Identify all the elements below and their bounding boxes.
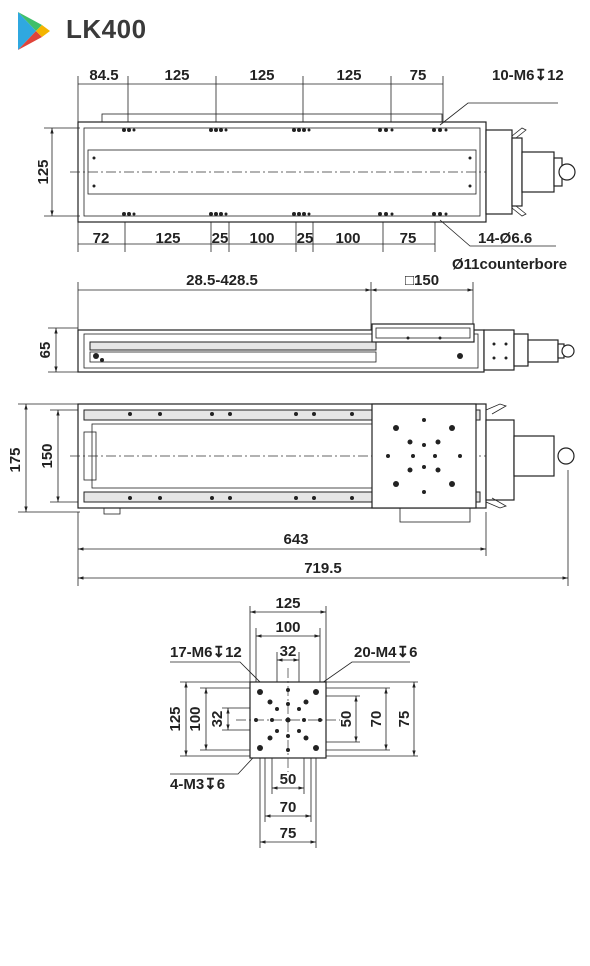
top-view: 84.5 125 125 125 75 10-M6↧12 72 125 25 1… — [35, 67, 576, 273]
top-callout: 10-M6↧12 — [492, 67, 564, 84]
table-dim-label: □150 — [405, 272, 439, 289]
detail-dim-label: 50 — [338, 711, 355, 728]
detail-dim-label: 32 — [209, 711, 226, 728]
bottom-dim-label: 25 — [297, 230, 314, 247]
detail-dim-label: 70 — [280, 799, 297, 816]
top-view-dimensions: 84.5 125 125 125 75 10-M6↧12 72 125 25 1… — [35, 67, 567, 273]
bottom-dim-label: 75 — [400, 230, 417, 247]
detail-dim-label: 125 — [275, 595, 300, 612]
inner-height-label: 150 — [39, 443, 56, 468]
carriage-detail: 125 100 32 125 100 32 50 70 75 50 70 75 … — [167, 595, 418, 848]
top-dim-label: 125 — [249, 67, 274, 84]
bottom-dim-label: 100 — [249, 230, 274, 247]
top-dim-label: 84.5 — [89, 67, 118, 84]
page-title: LK400 — [66, 14, 147, 44]
detail-dim-label: 50 — [280, 771, 297, 788]
detail-dim-label: 100 — [187, 706, 204, 731]
detail-callout: 20-M4↧6 — [354, 644, 417, 661]
bottom-dim-label: 72 — [93, 230, 110, 247]
inner-length-label: 643 — [283, 531, 308, 548]
overall-length-label: 719.5 — [304, 560, 342, 577]
height-dim-label: 65 — [37, 342, 54, 359]
header: LK400 — [0, 0, 590, 62]
bottom-dim-label: 100 — [335, 230, 360, 247]
detail-callout: 17-M6↧12 — [170, 644, 242, 661]
play-store-logo-icon — [14, 10, 54, 52]
stroke-dim-label: 28.5-428.5 — [186, 272, 258, 289]
detail-dim-label: 32 — [280, 643, 297, 660]
side-view: 28.5-428.5 □150 65 — [37, 272, 575, 373]
overall-height-label: 175 — [7, 447, 24, 472]
detail-dim-label: 100 — [275, 619, 300, 636]
detail-dim-label: 75 — [396, 711, 413, 728]
detail-dim-label: 75 — [280, 825, 297, 842]
width-dim-label: 125 — [35, 159, 52, 184]
bottom-callout: Ø11counterbore — [452, 256, 567, 273]
top-dim-label: 125 — [164, 67, 189, 84]
top-dim-label: 75 — [410, 67, 427, 84]
detail-dim-label: 125 — [167, 706, 184, 731]
bottom-callout: 14-Ø6.6 — [478, 230, 532, 247]
top-dim-label: 125 — [336, 67, 361, 84]
top-view-holes — [92, 128, 472, 216]
bottom-view: 175 150 643 719.5 — [7, 403, 575, 586]
bottom-dim-label: 125 — [155, 230, 180, 247]
detail-dim-label: 70 — [368, 711, 385, 728]
detail-callout: 4-M3↧6 — [170, 776, 225, 793]
bottom-dim-label: 25 — [212, 230, 229, 247]
